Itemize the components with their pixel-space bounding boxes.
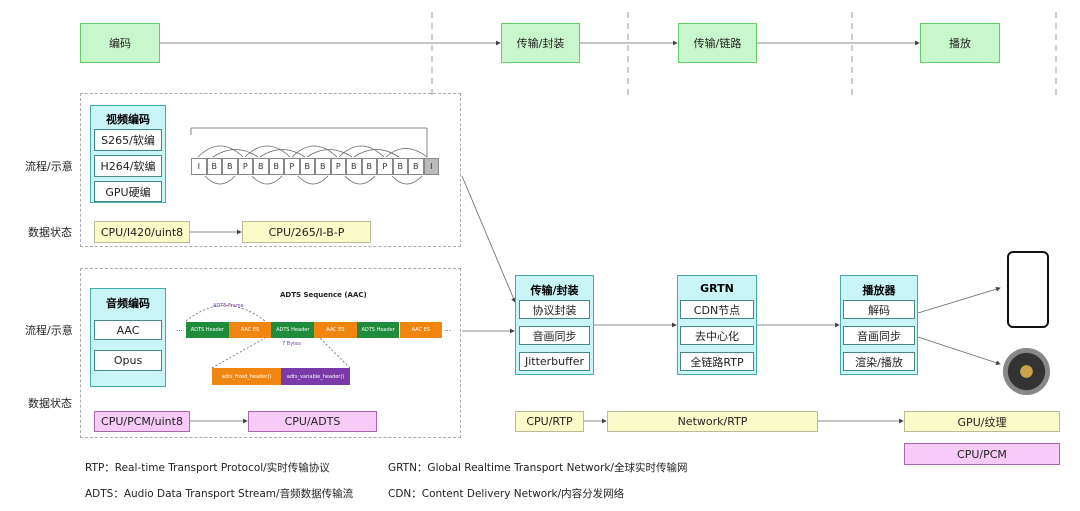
data-state: CPU/RTP <box>515 411 584 432</box>
row-label-flow: 流程/示意 <box>25 324 73 337</box>
variable-header: adts_variable_header() <box>281 368 350 385</box>
frame: B <box>315 158 331 175</box>
data-state: CPU/265/I-B-P <box>242 221 371 243</box>
frame: B <box>206 158 222 175</box>
frame: B <box>253 158 269 175</box>
module-title: 播放器 <box>862 284 896 297</box>
data-state: GPU/纹理 <box>904 411 1060 432</box>
row-label-flow: 流程/示意 <box>25 160 73 173</box>
module-title: 音频编码 <box>106 297 150 310</box>
frame: P <box>330 158 346 175</box>
transport-item: 音画同步 <box>519 326 590 345</box>
frame: P <box>284 158 300 175</box>
audio-item: AAC <box>94 320 162 340</box>
video-item: S265/软编 <box>94 129 162 151</box>
frame: B <box>222 158 238 175</box>
data-state: CPU/I420/uint8 <box>94 221 190 243</box>
stage-playback: 播放 <box>920 23 1000 63</box>
ellipsis: … <box>176 325 183 333</box>
video-item: H264/软编 <box>94 155 162 177</box>
footnote: CDN：Content Delivery Network/内容分发网络 <box>388 488 625 500</box>
adts-frame-label: ADTS Frame <box>213 303 244 309</box>
module-title: 视频编码 <box>106 113 150 126</box>
frame: B <box>392 158 408 175</box>
frame: B <box>346 158 362 175</box>
transport-item: 协议封装 <box>519 300 590 319</box>
video-item: GPU硬编 <box>94 181 162 202</box>
footnote: RTP：Real-time Transport Protocol/实时传输协议 <box>85 462 330 474</box>
adts-title: ADTS Sequence (AAC) <box>280 291 367 299</box>
stage-transport-link: 传输/链路 <box>678 23 757 63</box>
adts-segment: ADTS Header <box>271 322 315 338</box>
stage-transport-packaging: 传输/封装 <box>501 23 580 63</box>
grtn-item: CDN节点 <box>680 300 754 319</box>
stage-dividers <box>431 12 1057 95</box>
data-state: Network/RTP <box>607 411 818 432</box>
frame: B <box>299 158 315 175</box>
audio-item: Opus <box>94 350 162 371</box>
frame: P <box>377 158 393 175</box>
player-item: 渲染/播放 <box>843 352 915 371</box>
frame: I <box>191 158 207 175</box>
audio-region <box>80 268 461 438</box>
module-title: 传输/封装 <box>530 284 579 297</box>
data-state: CPU/PCM/uint8 <box>94 411 190 432</box>
adts-segment: AAC ES <box>399 322 443 338</box>
grtn-item: 去中心化 <box>680 326 754 345</box>
stage-encode: 编码 <box>80 23 160 63</box>
frame: P <box>237 158 253 175</box>
frame: I <box>423 158 439 175</box>
adts-segment: AAC ES <box>228 322 272 338</box>
row-label-data-state: 数据状态 <box>28 226 72 239</box>
adts-segment: AAC ES <box>314 322 357 338</box>
row-label-data-state: 数据状态 <box>28 397 72 410</box>
adts-segment: ADTS Header <box>186 322 229 338</box>
grtn-item: 全链路RTP <box>680 352 754 371</box>
video-region <box>80 93 461 247</box>
ellipsis: … <box>444 325 451 333</box>
player-item: 音画同步 <box>843 326 915 345</box>
footnote: GRTN：Global Realtime Transport Network/全… <box>388 462 688 474</box>
speaker-icon <box>1003 348 1050 395</box>
frame: B <box>361 158 377 175</box>
transport-item: Jitterbuffer <box>519 352 590 371</box>
fixed-header: adts_fixed_header() <box>212 368 281 385</box>
frame: B <box>268 158 284 175</box>
phone-icon <box>1007 251 1049 328</box>
player-item: 解码 <box>843 300 915 319</box>
data-state: CPU/PCM <box>904 443 1060 465</box>
footnote: ADTS：Audio Data Transport Stream/音频数据传输流 <box>85 488 354 500</box>
adts-segment: ADTS Header <box>356 322 400 338</box>
bytes-label: 7 Bytes <box>282 341 301 347</box>
module-title: GRTN <box>700 282 734 295</box>
frame: B <box>408 158 424 175</box>
data-state: CPU/ADTS <box>248 411 377 432</box>
